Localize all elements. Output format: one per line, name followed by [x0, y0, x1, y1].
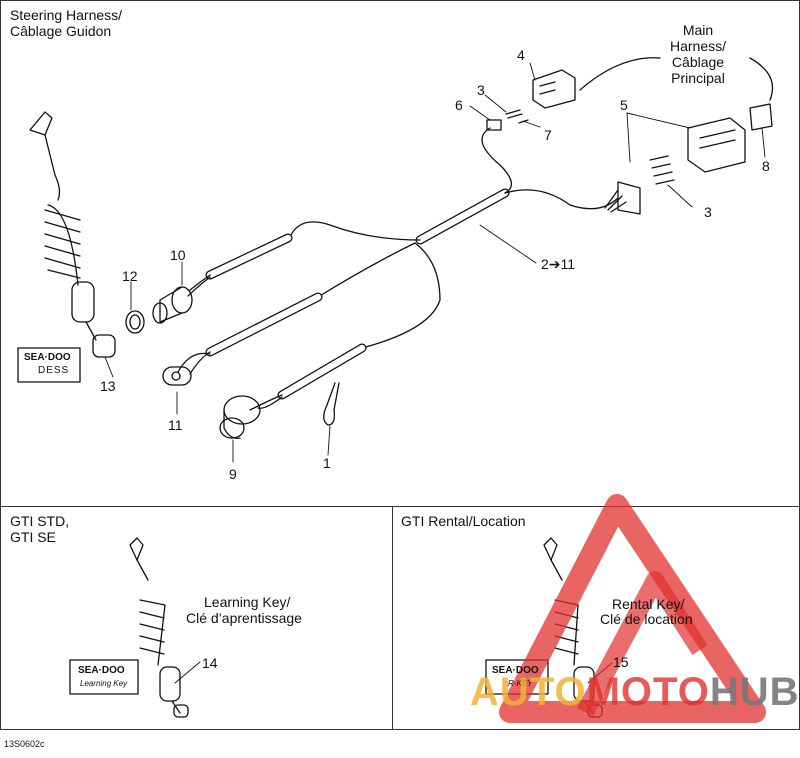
rental-badge-text: R-KEY	[508, 679, 533, 688]
learning-key-badge	[69, 659, 139, 695]
callout-10: 10	[170, 247, 186, 263]
watermark-auto: AUTO	[470, 670, 587, 714]
terminal-11	[162, 366, 192, 386]
dess-badge	[17, 347, 81, 383]
main-harness-line4: Principal	[671, 70, 725, 86]
panel-title-main-line2: Câblage Guidon	[10, 23, 112, 39]
lanyard-14	[129, 537, 201, 718]
rental-key-line2: Clé de location	[600, 611, 693, 627]
callout-9: 9	[229, 466, 237, 482]
callout-3a: 3	[477, 82, 485, 98]
panel-title-std-line1: GTI STD,	[10, 513, 70, 529]
lanyard-13	[29, 111, 116, 358]
arrow-to-main-harness-left	[579, 57, 661, 91]
pins-3a	[505, 109, 523, 119]
main-harness-line1: Main	[682, 22, 714, 38]
callout-7: 7	[544, 127, 552, 143]
panel-title-std-line2: GTI SE	[10, 529, 56, 545]
callout-15: 15	[613, 654, 629, 670]
leader-lines	[104, 62, 766, 463]
lock-8	[749, 103, 773, 131]
connector-4	[532, 69, 576, 109]
panel-title-rental: GTI Rental/Location	[401, 513, 526, 529]
callout-12: 12	[122, 268, 138, 284]
rental-badge-brand: SEA·DOO	[492, 665, 539, 676]
callout-1: 1	[323, 455, 331, 471]
panel-title-main-line1: Steering Harness/	[10, 7, 123, 23]
watermark-logo	[499, 494, 766, 723]
watermark-text: AUTOMOTOHUB	[470, 670, 800, 715]
tie-1	[323, 382, 340, 426]
learning-key-line1: Learning Key/	[204, 594, 291, 610]
cap-9	[219, 395, 261, 439]
arrow-to-main-harness-right	[749, 57, 774, 101]
plug-5	[617, 181, 641, 215]
callout-6: 6	[455, 97, 463, 113]
main-harness-line3: Câblage	[671, 54, 725, 70]
dess-badge-brand: SEA·DOO	[24, 352, 71, 363]
learning-key-line2: Clé d’aprentissage	[186, 610, 302, 626]
callout-11: 11	[168, 417, 183, 433]
watermark-moto: MOTO	[586, 670, 710, 714]
rental-key-line1: Rental Key/	[612, 596, 685, 612]
learning-badge-brand: SEA·DOO	[78, 665, 125, 676]
callout-5: 5	[620, 97, 628, 113]
callout-13: 13	[100, 378, 116, 394]
pins-3b	[649, 155, 675, 185]
watermark-hub: HUB	[709, 670, 800, 714]
learning-badge-text: Learning Key	[80, 679, 128, 688]
connector-5	[687, 117, 746, 173]
dess-badge-text: DESS	[38, 365, 70, 376]
ring-12	[125, 310, 145, 334]
connector-10	[152, 286, 193, 324]
callout-14: 14	[202, 655, 218, 671]
callout-3b: 3	[704, 204, 712, 220]
callout-range: 2➔11	[541, 256, 576, 272]
main-harness-line2: Harness/	[669, 38, 727, 54]
figure-code: 13S0602c	[4, 739, 45, 749]
callout-8: 8	[762, 158, 770, 174]
callout-4: 4	[517, 47, 525, 63]
plate-6	[486, 119, 502, 131]
